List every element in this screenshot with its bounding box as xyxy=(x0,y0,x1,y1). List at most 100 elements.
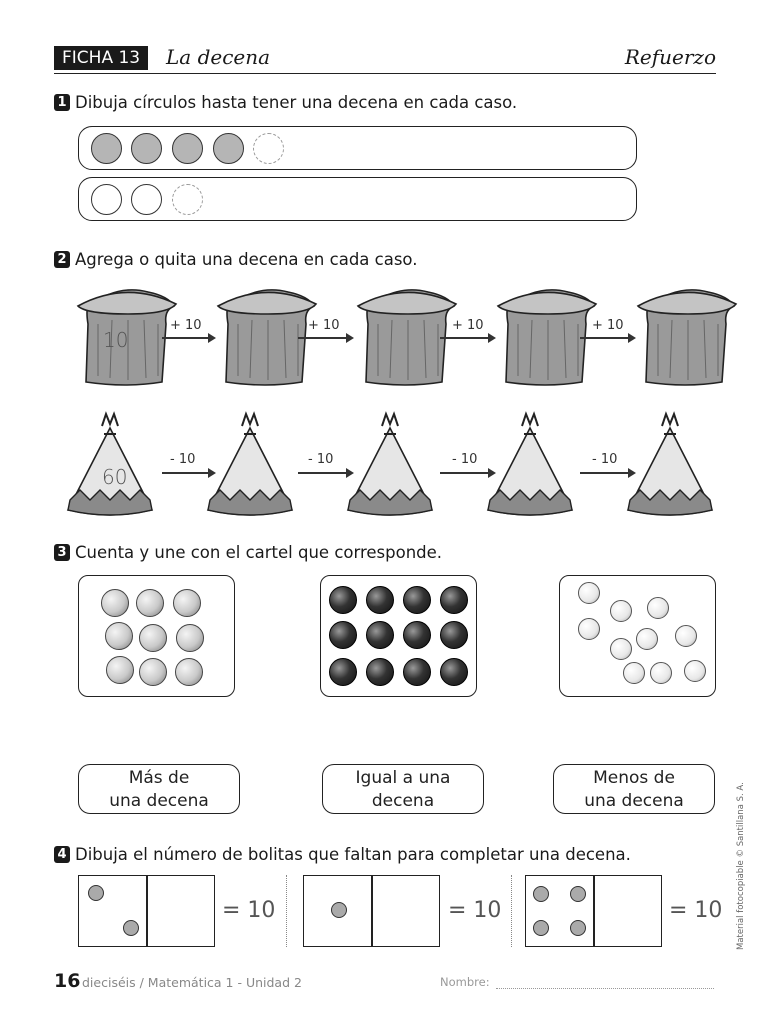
empty-circle xyxy=(91,184,122,215)
ficha-badge: FICHA 13 xyxy=(54,46,149,70)
sign-more-than-ten[interactable]: Más de una decena xyxy=(78,764,240,814)
circle-row-1[interactable] xyxy=(78,126,637,170)
page-number: 16 xyxy=(54,970,81,992)
gray-dot xyxy=(88,885,104,901)
dark-marble xyxy=(440,621,468,649)
exercise-1-number: 1 xyxy=(54,94,70,111)
dark-marble xyxy=(366,586,394,614)
marble-box-dark[interactable] xyxy=(320,575,477,697)
empty-circle xyxy=(131,184,162,215)
light-marble xyxy=(675,625,697,647)
dark-marble xyxy=(403,621,431,649)
ficha-type: Refuerzo xyxy=(624,45,716,69)
gray-circle xyxy=(213,133,244,164)
gray-dot xyxy=(570,920,586,936)
frame-divider xyxy=(593,876,595,946)
hut-op-label: + 10 xyxy=(452,318,484,333)
hut-start-value: 10 xyxy=(103,328,129,352)
dark-marble xyxy=(329,586,357,614)
hut-op-label: + 10 xyxy=(170,318,202,333)
striped-marble xyxy=(175,658,203,686)
sign-line: una decena xyxy=(584,791,684,811)
dark-marble xyxy=(366,658,394,686)
exercise-2-text: Agrega o quita una decena en cada caso. xyxy=(75,250,418,269)
exercise-3-instruction: 3 Cuenta y une con el cartel que corresp… xyxy=(54,543,442,562)
tipi-2 xyxy=(207,413,293,516)
sign-line: decena xyxy=(371,791,435,811)
sign-line: una decena xyxy=(109,791,209,811)
dark-marble xyxy=(329,658,357,686)
dotted-separator xyxy=(286,875,287,947)
sign-less-than-ten[interactable]: Menos de una decena xyxy=(553,764,715,814)
light-marble xyxy=(684,660,706,682)
dark-marble xyxy=(403,658,431,686)
gray-dot xyxy=(533,886,549,902)
gray-circle xyxy=(91,133,122,164)
striped-marble xyxy=(136,589,164,617)
dark-marble xyxy=(440,658,468,686)
hut-op-label: + 10 xyxy=(308,318,340,333)
striped-marble xyxy=(101,589,129,617)
exercise-4-number: 4 xyxy=(54,846,70,863)
striped-marble xyxy=(173,589,201,617)
arrow-right-icon xyxy=(162,468,216,478)
arrow-right-icon xyxy=(440,333,496,343)
exercise-2-instruction: 2 Agrega o quita una decena en cada caso… xyxy=(54,250,417,269)
tipi-4 xyxy=(487,413,573,516)
arrow-right-icon xyxy=(580,468,636,478)
tipi-start-value: 60 xyxy=(102,465,128,489)
gray-dot xyxy=(123,920,139,936)
tipi-op-label: - 10 xyxy=(170,452,196,467)
ten-frame-2[interactable] xyxy=(303,875,440,947)
striped-marble xyxy=(105,622,133,650)
frame-divider xyxy=(146,876,148,946)
light-marble xyxy=(610,600,632,622)
striped-marble xyxy=(139,658,167,686)
equals-ten: = 10 xyxy=(669,898,723,923)
sign-line: Más de xyxy=(128,768,190,788)
name-field-line[interactable] xyxy=(496,988,714,989)
hut-5 xyxy=(637,289,737,386)
exercise-1-instruction: 1 Dibuja círculos hasta tener una decena… xyxy=(54,93,517,112)
copyright-side-text: Material fotocopiable © Santillana S. A. xyxy=(736,782,746,950)
light-marble xyxy=(636,628,658,650)
light-marble xyxy=(623,662,645,684)
tipi-5 xyxy=(627,413,713,516)
ten-frame-3[interactable] xyxy=(525,875,662,947)
light-marble xyxy=(610,638,632,660)
equals-ten: = 10 xyxy=(222,898,276,923)
worksheet-header: FICHA 13 La decena Refuerzo xyxy=(54,44,716,74)
light-marble xyxy=(578,582,600,604)
arrow-right-icon xyxy=(162,333,216,343)
striped-marble xyxy=(106,656,134,684)
gray-dot xyxy=(533,920,549,936)
arrow-right-icon xyxy=(298,333,354,343)
dark-marble xyxy=(329,621,357,649)
tipi-3 xyxy=(347,413,433,516)
ten-frame-1[interactable] xyxy=(78,875,215,947)
frame-divider xyxy=(371,876,373,946)
gray-dot xyxy=(331,902,347,918)
ficha-title: La decena xyxy=(166,45,271,69)
equals-ten: = 10 xyxy=(448,898,502,923)
footer-text: dieciséis / Matemática 1 - Unidad 2 xyxy=(82,975,302,990)
dark-marble xyxy=(440,586,468,614)
dashed-circle xyxy=(253,133,284,164)
arrow-right-icon xyxy=(580,333,636,343)
light-marble xyxy=(578,618,600,640)
arrow-right-icon xyxy=(440,468,496,478)
arrow-right-icon xyxy=(298,468,354,478)
gray-dot xyxy=(570,886,586,902)
marble-box-light[interactable] xyxy=(559,575,716,697)
dark-marble xyxy=(403,586,431,614)
sign-equal-to-ten[interactable]: Igual a una decena xyxy=(322,764,484,814)
exercise-2-number: 2 xyxy=(54,251,70,268)
marble-box-striped[interactable] xyxy=(78,575,235,697)
name-label: Nombre: xyxy=(440,975,490,989)
gray-circle xyxy=(131,133,162,164)
tipi-op-label: - 10 xyxy=(452,452,478,467)
circle-row-2[interactable] xyxy=(78,177,637,221)
light-marble xyxy=(650,662,672,684)
exercise-4-instruction: 4 Dibuja el número de bolitas que faltan… xyxy=(54,845,631,864)
dotted-separator xyxy=(511,875,512,947)
